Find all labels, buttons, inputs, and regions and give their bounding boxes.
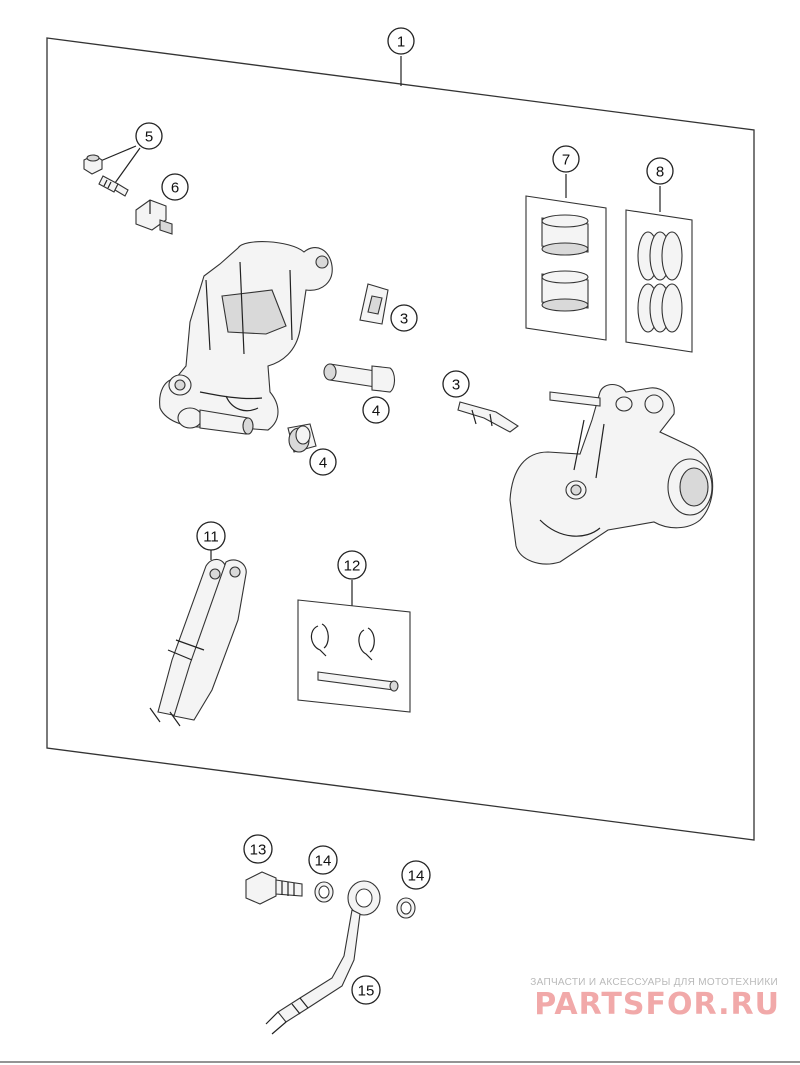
callout-label: 4 xyxy=(372,403,380,420)
callout-label: 14 xyxy=(315,853,332,870)
callout-label: 5 xyxy=(145,129,153,146)
callout-label: 4 xyxy=(319,455,327,472)
callout-label: 7 xyxy=(562,152,570,169)
caliper-housing-part xyxy=(159,241,333,435)
callout-label: 15 xyxy=(358,983,375,1000)
leader-lines xyxy=(97,56,661,607)
callout-14: 14 xyxy=(401,860,431,890)
callout-label: 8 xyxy=(656,164,664,181)
caliper-plug-part xyxy=(135,199,173,235)
callout-3: 3 xyxy=(390,304,418,332)
sealing-washer-left-part xyxy=(314,881,334,903)
callout-label: 12 xyxy=(344,558,361,575)
watermark-brand: PARTSFOR.RU xyxy=(534,987,780,1022)
callout-3: 3 xyxy=(442,370,470,398)
callout-11: 11 xyxy=(196,521,226,551)
callout-1: 1 xyxy=(387,27,415,55)
pad-spring-upper-part xyxy=(359,283,389,325)
caliper-carrier-part xyxy=(509,383,714,565)
pad-spring-lower-part xyxy=(457,401,519,433)
callout-label: 13 xyxy=(250,842,267,859)
callout-5: 5 xyxy=(135,122,163,150)
callout-6: 6 xyxy=(161,173,189,201)
guide-bushing-part xyxy=(287,423,317,453)
guide-pin-part xyxy=(323,363,396,393)
callout-4: 4 xyxy=(309,448,337,476)
bleeder-screw-part xyxy=(83,154,129,197)
brake-line-part xyxy=(265,880,381,1035)
callout-label: 3 xyxy=(452,377,460,394)
watermark: ЗАПЧАСТИ И АКСЕССУАРЫ ДЛЯ МОТОТЕХНИКИ PA… xyxy=(530,977,780,1022)
callout-label: 3 xyxy=(400,311,408,328)
watermark-tagline: ЗАПЧАСТИ И АКСЕССУАРЫ ДЛЯ МОТОТЕХНИКИ xyxy=(530,977,778,988)
brake-pads-part xyxy=(149,558,247,727)
callout-label: 1 xyxy=(397,34,405,51)
callout-7: 7 xyxy=(552,145,580,173)
callout-label: 14 xyxy=(408,868,425,885)
callout-label: 11 xyxy=(203,529,219,546)
pad-pin-kit-part xyxy=(297,599,411,713)
sealing-washer-right-part xyxy=(396,897,416,919)
piston-seals-kit-part xyxy=(625,209,693,353)
callout-14: 14 xyxy=(308,845,338,875)
callout-label: 6 xyxy=(171,180,179,197)
callout-12: 12 xyxy=(337,550,367,580)
banjo-bolt-part xyxy=(245,871,303,905)
callout-4: 4 xyxy=(362,396,390,424)
callout-13: 13 xyxy=(243,834,273,864)
pistons-kit-part xyxy=(525,195,607,341)
callout-8: 8 xyxy=(646,157,674,185)
callout-15: 15 xyxy=(351,975,381,1005)
